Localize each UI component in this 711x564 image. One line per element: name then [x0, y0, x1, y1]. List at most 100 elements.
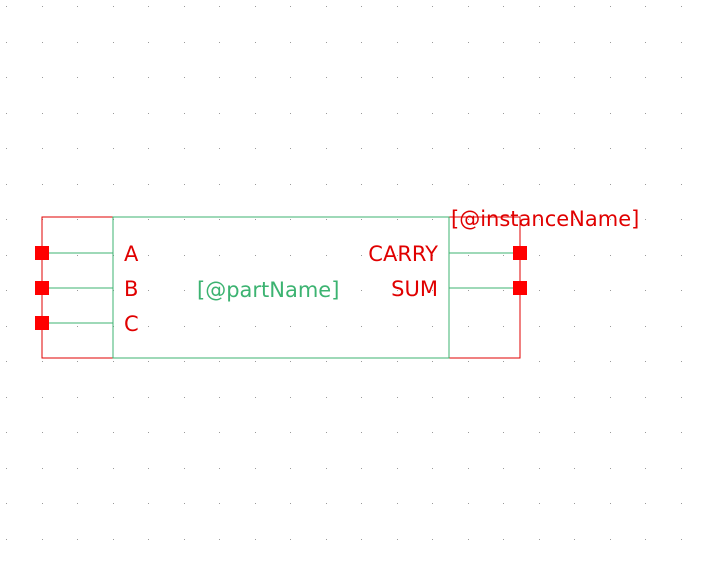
grid-dot [539, 503, 540, 504]
grid-dot [468, 255, 469, 256]
grid-dot [219, 77, 220, 78]
grid-dot [503, 539, 504, 540]
grid-dot [326, 6, 327, 7]
pin-a-marker[interactable] [35, 246, 49, 260]
grid-dot [539, 148, 540, 149]
grid-dot [184, 539, 185, 540]
grid-dot [645, 184, 646, 185]
grid-dot [539, 6, 540, 7]
grid-dot [326, 148, 327, 149]
grid-dot [255, 113, 256, 114]
pin-sum-marker[interactable] [513, 281, 527, 295]
grid-dot [468, 113, 469, 114]
part-name-label[interactable]: [@partName] [197, 278, 339, 302]
grid-dot [503, 148, 504, 149]
grid-dot [184, 184, 185, 185]
grid-dot [42, 184, 43, 185]
grid-dot [42, 77, 43, 78]
grid-dot [6, 290, 7, 291]
pin-carry-marker[interactable] [513, 246, 527, 260]
grid-dot [539, 432, 540, 433]
grid-dot [645, 219, 646, 220]
grid-dot [539, 290, 540, 291]
grid-dot [361, 42, 362, 43]
grid-dot [255, 361, 256, 362]
grid-dot [503, 255, 504, 256]
grid-dot [503, 113, 504, 114]
grid-dot [361, 148, 362, 149]
grid-dot [645, 148, 646, 149]
grid-dot [6, 42, 7, 43]
grid-dot [148, 6, 149, 7]
grid-dot [184, 42, 185, 43]
grid-dot [184, 397, 185, 398]
grid-dot [113, 77, 114, 78]
grid-dot [397, 219, 398, 220]
grid-dot [574, 219, 575, 220]
grid-dot [148, 184, 149, 185]
grid-dot [77, 326, 78, 327]
grid-dot [610, 326, 611, 327]
grid-dot [148, 468, 149, 469]
grid-dot [148, 539, 149, 540]
grid-dot [610, 6, 611, 7]
grid-dot [219, 113, 220, 114]
grid-dot [432, 326, 433, 327]
grid-dots [6, 6, 682, 540]
grid-dot [645, 6, 646, 7]
grid-dot [113, 503, 114, 504]
grid-dot [503, 184, 504, 185]
grid-dot [361, 113, 362, 114]
grid-dot [326, 113, 327, 114]
grid-dot [6, 77, 7, 78]
grid-dot [681, 290, 682, 291]
grid-dot [326, 503, 327, 504]
grid-dot [468, 219, 469, 220]
grid-dot [397, 255, 398, 256]
grid-dot [610, 77, 611, 78]
grid-dot [681, 184, 682, 185]
grid-dot [219, 468, 220, 469]
grid-dot [6, 468, 7, 469]
grid-dot [539, 326, 540, 327]
grid-dot [326, 184, 327, 185]
grid-dot [681, 219, 682, 220]
grid-dot [503, 361, 504, 362]
grid-dot [77, 432, 78, 433]
grid-dot [432, 361, 433, 362]
grid-dot [574, 6, 575, 7]
grid-dot [6, 113, 7, 114]
grid-dot [290, 219, 291, 220]
grid-dot [468, 503, 469, 504]
grid-dot [432, 539, 433, 540]
grid-dot [219, 432, 220, 433]
grid-dot [326, 77, 327, 78]
grid-dot [397, 361, 398, 362]
grid-dot [290, 184, 291, 185]
grid-dot [255, 539, 256, 540]
grid-dot [219, 6, 220, 7]
grid-dot [77, 361, 78, 362]
grid-dot [610, 184, 611, 185]
grid-dot [255, 184, 256, 185]
pin-c-marker[interactable] [35, 316, 49, 330]
grid-dot [290, 326, 291, 327]
grid-dot [681, 77, 682, 78]
grid-dot [432, 255, 433, 256]
grid-dot [361, 468, 362, 469]
grid-dot [574, 326, 575, 327]
instance-name-label[interactable]: [@instanceName] [451, 207, 639, 231]
grid-dot [361, 255, 362, 256]
grid-dot [610, 219, 611, 220]
grid-dot [184, 219, 185, 220]
pin-b-marker[interactable] [35, 281, 49, 295]
grid-dot [397, 468, 398, 469]
grid-dot [77, 219, 78, 220]
grid-dot [539, 539, 540, 540]
grid-dot [113, 432, 114, 433]
grid-dot [77, 503, 78, 504]
grid-dot [539, 42, 540, 43]
grid-dot [255, 77, 256, 78]
grid-dot [610, 290, 611, 291]
